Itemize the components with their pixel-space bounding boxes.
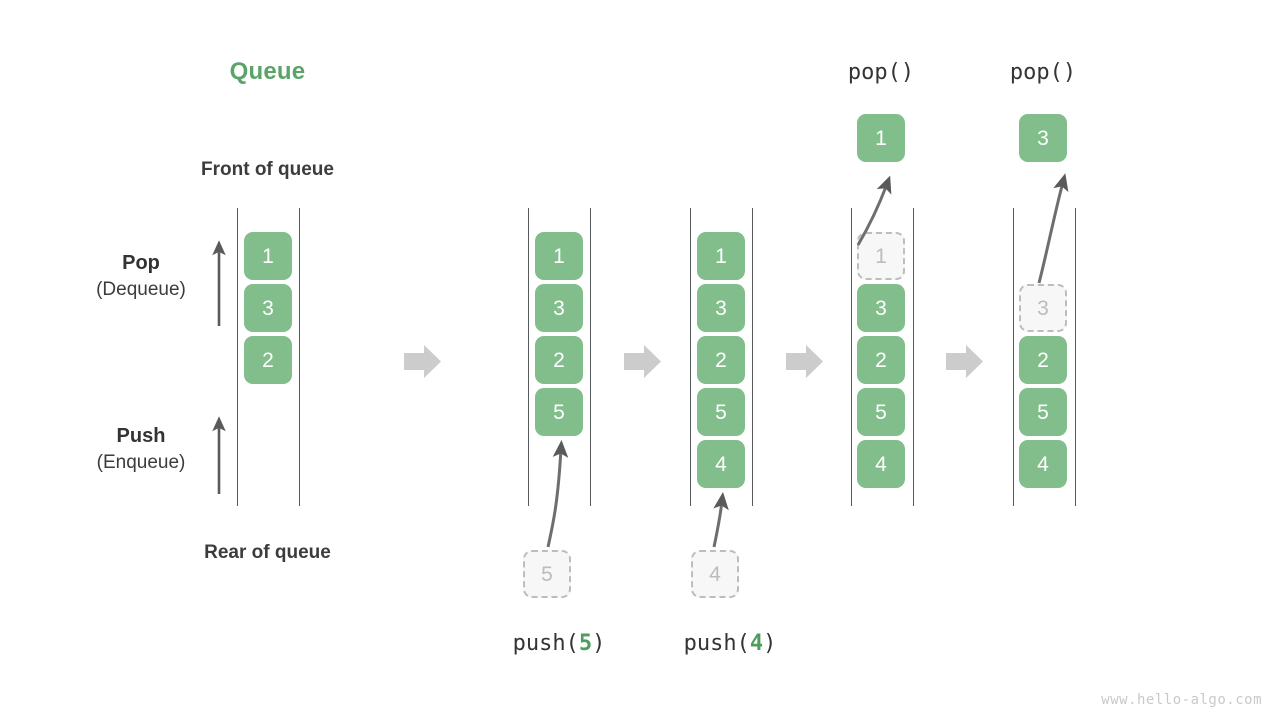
queue-cell: 3 <box>857 284 905 332</box>
pop-sublabel: (Dequeue) <box>96 279 186 300</box>
pop-head-1: pop() <box>847 60 915 85</box>
queue-rail-right <box>913 208 914 506</box>
push-5-caption-arg: 5 <box>578 631 593 656</box>
queue-rail-left <box>1013 208 1014 506</box>
queue-cell-vacated: 3 <box>1019 284 1067 332</box>
step-arrow-1 <box>404 345 441 378</box>
queue-rail-right <box>1075 208 1076 506</box>
pop-label: Pop <box>122 252 160 274</box>
queue-cell: 1 <box>244 232 292 280</box>
queue-cell: 2 <box>244 336 292 384</box>
queue-cell: 2 <box>857 336 905 384</box>
queue-cell: 4 <box>857 440 905 488</box>
push-4-caption: push(4) <box>630 631 830 656</box>
front-of-queue-label: Front of queue <box>201 159 334 180</box>
queue-cell: 5 <box>1019 388 1067 436</box>
queue-cell: 1 <box>535 232 583 280</box>
queue-cell: 1 <box>697 232 745 280</box>
push-5-arrow <box>546 440 569 548</box>
watermark: www.hello-algo.com <box>1101 692 1262 708</box>
step-arrow-3 <box>786 345 823 378</box>
step-arrow-4 <box>946 345 983 378</box>
pop-2-arrow <box>1037 173 1069 284</box>
push-4-arrow <box>712 492 729 548</box>
queue-rail-right <box>752 208 753 506</box>
pending-push-cell: 4 <box>691 550 739 598</box>
pop-head-2: pop() <box>1009 60 1077 85</box>
queue-rail-right <box>299 208 300 506</box>
popped-cell: 1 <box>857 114 905 162</box>
rear-of-queue-label: Rear of queue <box>204 542 331 563</box>
push-5-caption-prefix: push( <box>512 631 579 656</box>
queue-cell: 2 <box>535 336 583 384</box>
queue-cell: 5 <box>535 388 583 436</box>
queue-cell: 5 <box>857 388 905 436</box>
pop-label-group: Pop (Dequeue) <box>46 250 236 303</box>
queue-rail-right <box>590 208 591 506</box>
push-label-group: Push (Enqueue) <box>46 423 236 476</box>
queue-cell: 5 <box>697 388 745 436</box>
push-4-caption-arg: 4 <box>749 631 764 656</box>
push-5-caption-suffix: ) <box>592 631 606 656</box>
page-title: Queue <box>229 58 306 85</box>
queue-cell: 2 <box>1019 336 1067 384</box>
push-4-caption-suffix: ) <box>763 631 777 656</box>
queue-cell: 3 <box>244 284 292 332</box>
push-5-caption: push(5) <box>459 631 659 656</box>
queue-cell: 3 <box>535 284 583 332</box>
popped-cell: 3 <box>1019 114 1067 162</box>
pending-push-cell: 5 <box>523 550 571 598</box>
queue-rail-left <box>851 208 852 506</box>
push-sublabel: (Enqueue) <box>96 452 186 473</box>
queue-rail-left <box>528 208 529 506</box>
push-label: Push <box>116 425 166 447</box>
queue-rail-left <box>237 208 238 506</box>
queue-cell-vacated: 1 <box>857 232 905 280</box>
queue-cell: 2 <box>697 336 745 384</box>
push-4-caption-prefix: push( <box>683 631 750 656</box>
step-arrow-2 <box>624 345 661 378</box>
queue-rail-left <box>690 208 691 506</box>
queue-cell: 4 <box>1019 440 1067 488</box>
queue-cell: 4 <box>697 440 745 488</box>
queue-cell: 3 <box>697 284 745 332</box>
